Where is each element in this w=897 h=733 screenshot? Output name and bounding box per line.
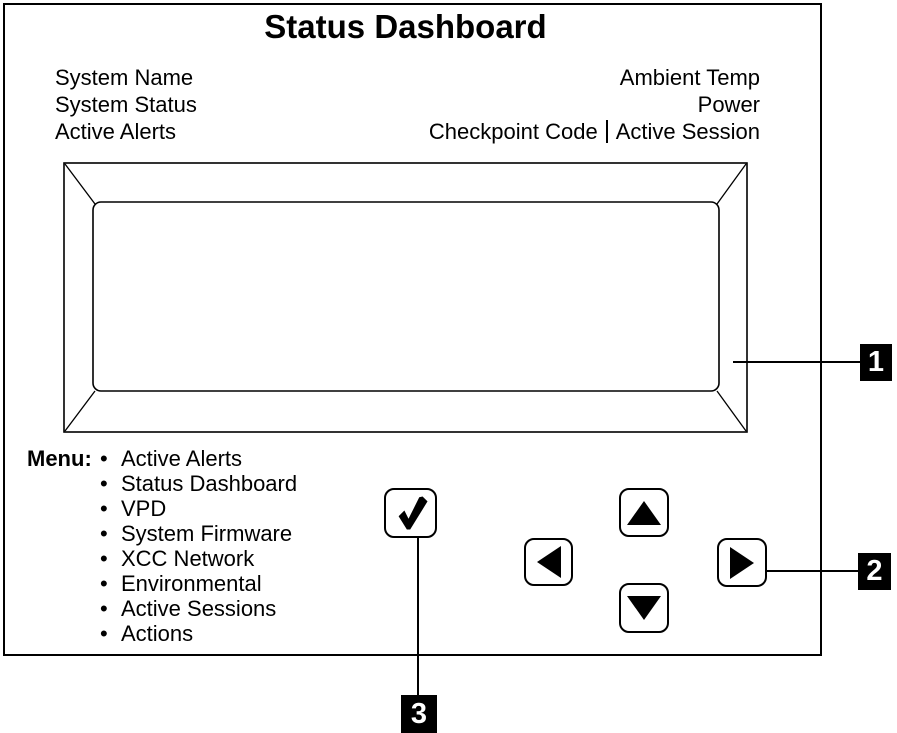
display-right-labels: Ambient Temp Power Checkpoint Code Active… xyxy=(360,64,760,145)
callout-1-badge: 1 xyxy=(860,344,892,381)
label-active-alerts: Active Alerts xyxy=(55,119,177,144)
display-left-labels: System Name System Status Active Alerts xyxy=(55,64,197,145)
arrow-down-icon xyxy=(627,596,661,620)
arrow-up-icon xyxy=(627,500,661,525)
lcd-display xyxy=(63,162,748,433)
callout-3-badge: 3 xyxy=(401,695,437,733)
lcd-screen-area xyxy=(92,201,720,392)
menu-item-status-dashboard: Status Dashboard xyxy=(100,471,297,496)
menu-list: Active Alerts Status Dashboard VPD Syste… xyxy=(100,446,297,646)
scroll-left-button[interactable] xyxy=(524,538,573,586)
menu-item-xcc-network: XCC Network xyxy=(100,546,297,571)
scroll-up-button[interactable] xyxy=(619,488,669,537)
label-system-status: System Status xyxy=(55,92,197,117)
menu-item-active-alerts: Active Alerts xyxy=(100,446,297,471)
arrow-right-icon xyxy=(730,546,754,579)
label-ambient-temp: Ambient Temp xyxy=(619,65,760,90)
menu-label: Menu: xyxy=(27,446,92,471)
scroll-right-button[interactable] xyxy=(717,538,767,587)
label-active-session: Active Session xyxy=(615,119,760,144)
menu-item-environmental: Environmental xyxy=(100,571,297,596)
callout-1-leader-line xyxy=(733,361,860,363)
label-system-name: System Name xyxy=(55,65,194,90)
menu-item-actions: Actions xyxy=(100,621,297,646)
check-icon xyxy=(398,496,428,530)
menu-item-vpd: VPD xyxy=(100,496,297,521)
separator-bar xyxy=(605,120,608,143)
menu-item-system-firmware: System Firmware xyxy=(100,521,297,546)
label-checkpoint-code: Checkpoint Code xyxy=(428,119,598,144)
arrow-left-icon xyxy=(536,546,561,578)
callout-2-leader-line xyxy=(766,570,858,572)
menu-item-active-sessions: Active Sessions xyxy=(100,596,297,621)
callout-3-leader-line xyxy=(417,537,419,695)
select-button[interactable] xyxy=(384,488,437,538)
label-power: Power xyxy=(697,92,760,117)
label-checkpoint-session-row: Checkpoint Code Active Session xyxy=(360,118,760,145)
callout-2-badge: 2 xyxy=(858,553,891,590)
scroll-down-button[interactable] xyxy=(619,583,669,633)
page-title: Status Dashboard xyxy=(264,8,547,45)
